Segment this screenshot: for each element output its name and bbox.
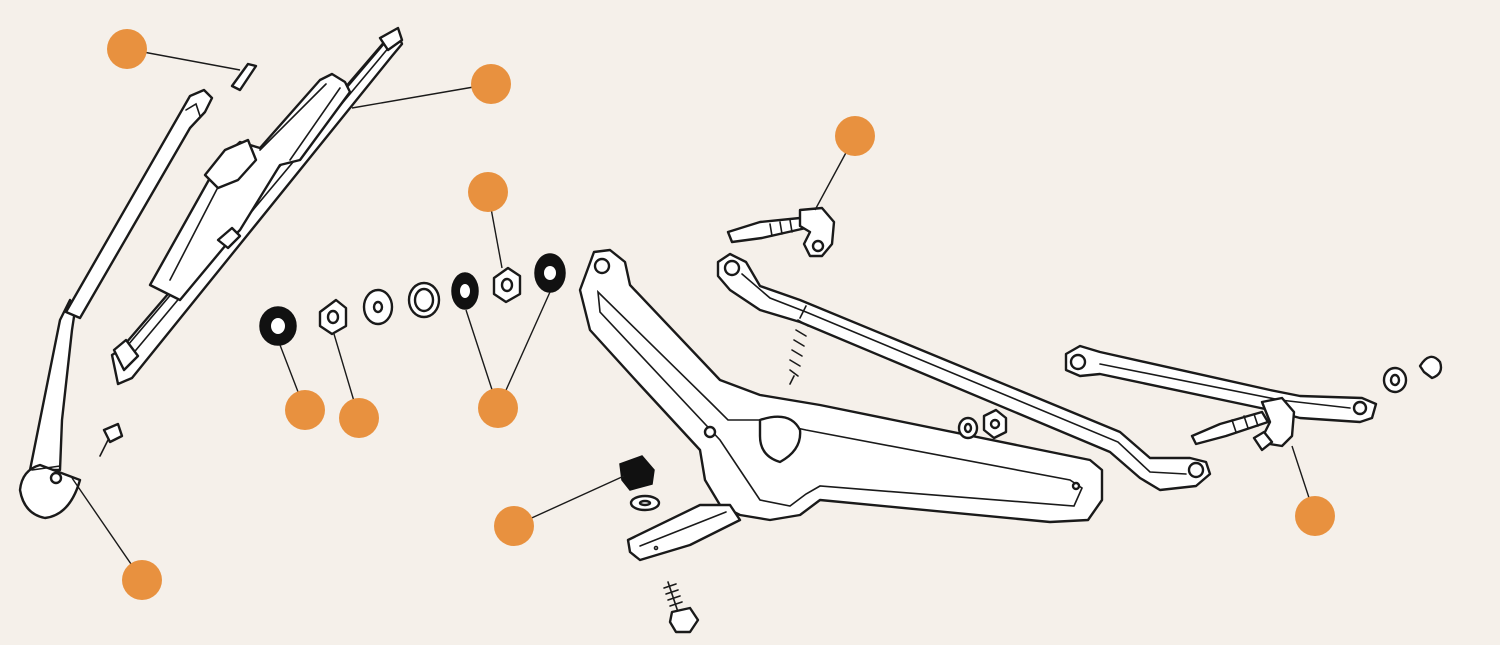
callout-9[interactable]: [122, 560, 162, 600]
spindle-hardware: [259, 253, 566, 346]
pivot-shaft-1: [726, 206, 836, 258]
leader-lines: [71, 48, 1316, 581]
frame-bolt: [663, 581, 700, 634]
callout-1[interactable]: [107, 29, 147, 69]
return-spring: [789, 305, 809, 385]
wiper-arm: [18, 88, 214, 520]
leader-8: [513, 475, 625, 527]
callout-markers: [107, 29, 1335, 600]
wiper-frame: [578, 248, 1104, 562]
right-link: [1064, 344, 1378, 424]
wiper-blade: [110, 26, 404, 386]
connecting-link: [716, 252, 1212, 492]
leader-9: [71, 477, 143, 581]
callout-10[interactable]: [1295, 496, 1335, 536]
callout-3[interactable]: [468, 172, 508, 212]
retaining-pin: [230, 62, 258, 92]
leader-2: [351, 83, 492, 109]
callout-2[interactable]: [471, 64, 511, 104]
leader-7b: [497, 291, 551, 409]
frame-nuts: [957, 408, 1008, 440]
callout-8[interactable]: [494, 506, 534, 546]
callout-4[interactable]: [835, 116, 875, 156]
pivot-shaft-2: [1190, 396, 1296, 452]
callout-6[interactable]: [339, 398, 379, 438]
arm-screw: [99, 422, 124, 457]
callout-5[interactable]: [285, 390, 325, 430]
callout-7[interactable]: [478, 388, 518, 428]
right-washers: [1382, 355, 1443, 394]
frame-grommet: [619, 455, 661, 512]
